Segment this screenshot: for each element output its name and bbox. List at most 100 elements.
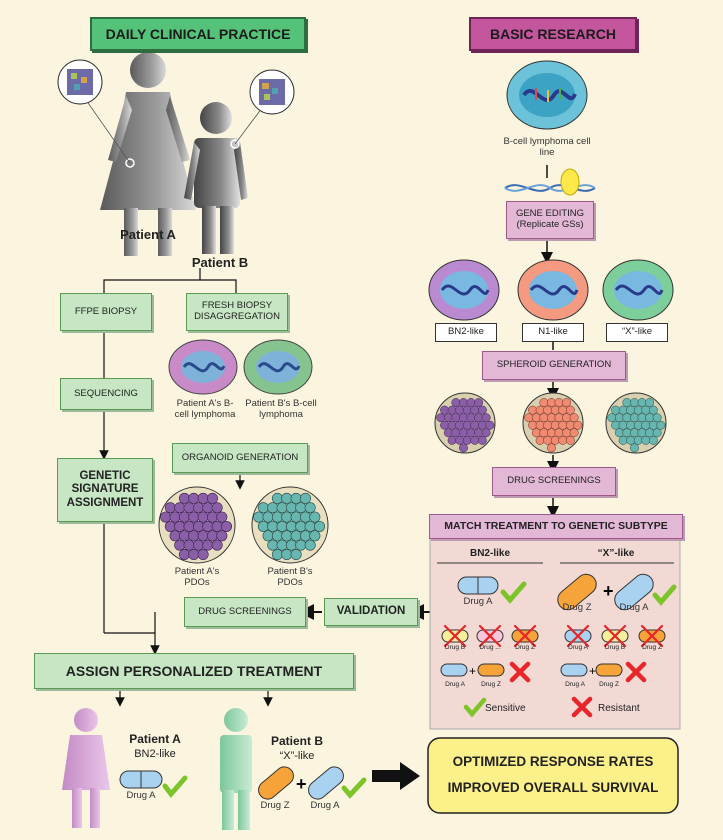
- result-b-drug-z-capsule: [258, 766, 294, 800]
- pdo-b-cell: [271, 549, 283, 561]
- assign-treatment-box: ASSIGN PERSONALIZED TREATMENT: [34, 653, 354, 689]
- spheroid-bn2-cell: [447, 435, 457, 445]
- outcome-line-2: IMPROVED OVERALL SURVIVAL: [447, 780, 659, 795]
- spheroid-n1-cell: [550, 435, 560, 445]
- match-treatment-title: MATCH TREATMENT TO GENETIC SUBTYPE: [429, 514, 683, 539]
- resistant-drug-icons: ++: [440, 624, 666, 683]
- x-cell-icon: [602, 259, 674, 321]
- pdo-a-cell: [174, 520, 186, 532]
- pdo-a-cell: [164, 520, 176, 532]
- spheroid-x-cell: [614, 428, 624, 438]
- spheroid-bn2-cell: [470, 435, 480, 445]
- spheroid-x-cell: [626, 420, 636, 430]
- result-patient-b-drug-a: Drug A: [310, 800, 340, 811]
- pdo-a-cell: [206, 492, 218, 504]
- bn2-combo-capsule-z: [477, 663, 505, 677]
- pdo-a-cell: [188, 492, 200, 504]
- cell-line-icon: [506, 60, 588, 130]
- pdo-b-cell: [257, 502, 269, 514]
- x-resist-cross-icon: [566, 624, 590, 648]
- spheroid-x-cell: [641, 405, 651, 415]
- x-drug-a-capsule: [614, 573, 654, 611]
- spheroid-x-cell: [652, 428, 662, 438]
- pdo-b-cell: [281, 549, 293, 561]
- patient-a-label: Patient A: [120, 227, 176, 242]
- pdo-b-cell: [267, 502, 279, 514]
- patient-a-tissue-zoom-icon: [57, 59, 131, 164]
- x-resist-cross-icon: [603, 624, 627, 648]
- pdo-a-cell: [183, 520, 195, 532]
- spheroid-bn2-cell: [470, 420, 480, 430]
- combo-plus-icon: +: [469, 664, 476, 678]
- x-resist-2: Drug B: [604, 644, 626, 651]
- spheroid-n1-cell: [554, 413, 564, 423]
- bn2-spheroid-icon: [434, 392, 496, 454]
- match-x-label: “X”-like: [597, 548, 635, 559]
- clinical-drug-screenings-box: DRUG SCREENINGS: [184, 597, 306, 627]
- spheroid-x-cell: [611, 420, 621, 430]
- spheroid-x-cell: [637, 398, 647, 408]
- research-header: BASIC RESEARCH: [469, 17, 637, 51]
- genetic-signature-box: GENETIC SIGNATURE ASSIGNMENT: [57, 458, 153, 522]
- spheroid-generation-box: SPHEROID GENERATION: [482, 351, 626, 380]
- spheroid-n1-cell: [569, 428, 579, 438]
- spheroid-x-cell: [633, 405, 643, 415]
- result-b-drug-a-capsule: [308, 766, 344, 800]
- spheroid-bn2-cell: [451, 398, 461, 408]
- spheroid-n1-cell: [554, 398, 564, 408]
- spheroid-x-cell: [630, 443, 639, 453]
- pdo-a-cell: [178, 549, 190, 561]
- spheroid-bn2-cell: [440, 420, 450, 430]
- pdo-a-cell: [160, 511, 172, 523]
- n1-cell-icon: [517, 259, 589, 321]
- pdo-b-cell: [304, 520, 316, 532]
- spheroid-bn2-cell: [466, 413, 476, 423]
- spheroid-n1-cell: [565, 435, 575, 445]
- pdo-a-cell: [192, 539, 204, 551]
- result-a-capsule: [119, 770, 163, 789]
- dna-editing-icon: [504, 168, 596, 196]
- spheroid-n1-cell: [558, 435, 568, 445]
- x-drug-z-capsule: [557, 573, 597, 611]
- spheroid-bn2-cell: [440, 405, 450, 415]
- pdo-a-cell: [197, 549, 209, 561]
- pdo-a-cell: [188, 530, 200, 542]
- spheroid-bn2-cell: [443, 428, 453, 438]
- spheroid-bn2-cell: [474, 398, 484, 408]
- spheroid-x-cell: [645, 398, 655, 408]
- subtype-x-label: “X”-like: [606, 323, 668, 342]
- pdo-b-cell: [290, 549, 302, 561]
- spheroid-n1-cell: [528, 420, 538, 430]
- match-panel: [429, 536, 681, 730]
- spheroid-n1-cell: [554, 428, 564, 438]
- pdo-b-cell: [281, 530, 293, 542]
- pdo-a-cell: [169, 511, 181, 523]
- pdo-b-cell: [314, 520, 326, 532]
- spheroid-n1-cell: [550, 405, 560, 415]
- spheroid-n1-cell: [539, 413, 549, 423]
- match-bn2-drug-label: Drug A: [463, 596, 493, 607]
- spheroid-x-cell: [614, 413, 624, 423]
- pdo-a-cell: [216, 530, 228, 542]
- spheroid-x-cell: [648, 405, 658, 415]
- pdo-b-cell: [271, 492, 283, 504]
- pdo-b-cell: [276, 520, 288, 532]
- spheroid-x-cell: [618, 420, 628, 430]
- fresh-biopsy-box: FRESH BIOPSY DISAGGREGATION: [186, 293, 288, 331]
- lymphoma-a-caption: Patient A's B-cell lymphoma: [174, 398, 236, 420]
- result-patient-a-drug: Drug A: [126, 790, 156, 801]
- pdo-a-cell: [197, 511, 209, 523]
- spheroid-x-cell: [648, 435, 658, 445]
- spheroid-x-cell: [648, 420, 658, 430]
- x-spheroid-icon: [605, 392, 667, 454]
- result-b-check-icon: [341, 777, 367, 799]
- spheroid-x-cell: [626, 435, 636, 445]
- spheroid-n1-cell: [550, 420, 560, 430]
- result-patient-b-figure: [220, 708, 252, 830]
- spheroid-bn2-cell: [470, 405, 480, 415]
- pdo-a-cell: [174, 502, 186, 514]
- spheroid-n1-cell: [547, 413, 556, 423]
- pdo-a-caption: Patient A's PDOs: [174, 566, 220, 588]
- bn2-resist-3: Drug Z: [515, 644, 535, 651]
